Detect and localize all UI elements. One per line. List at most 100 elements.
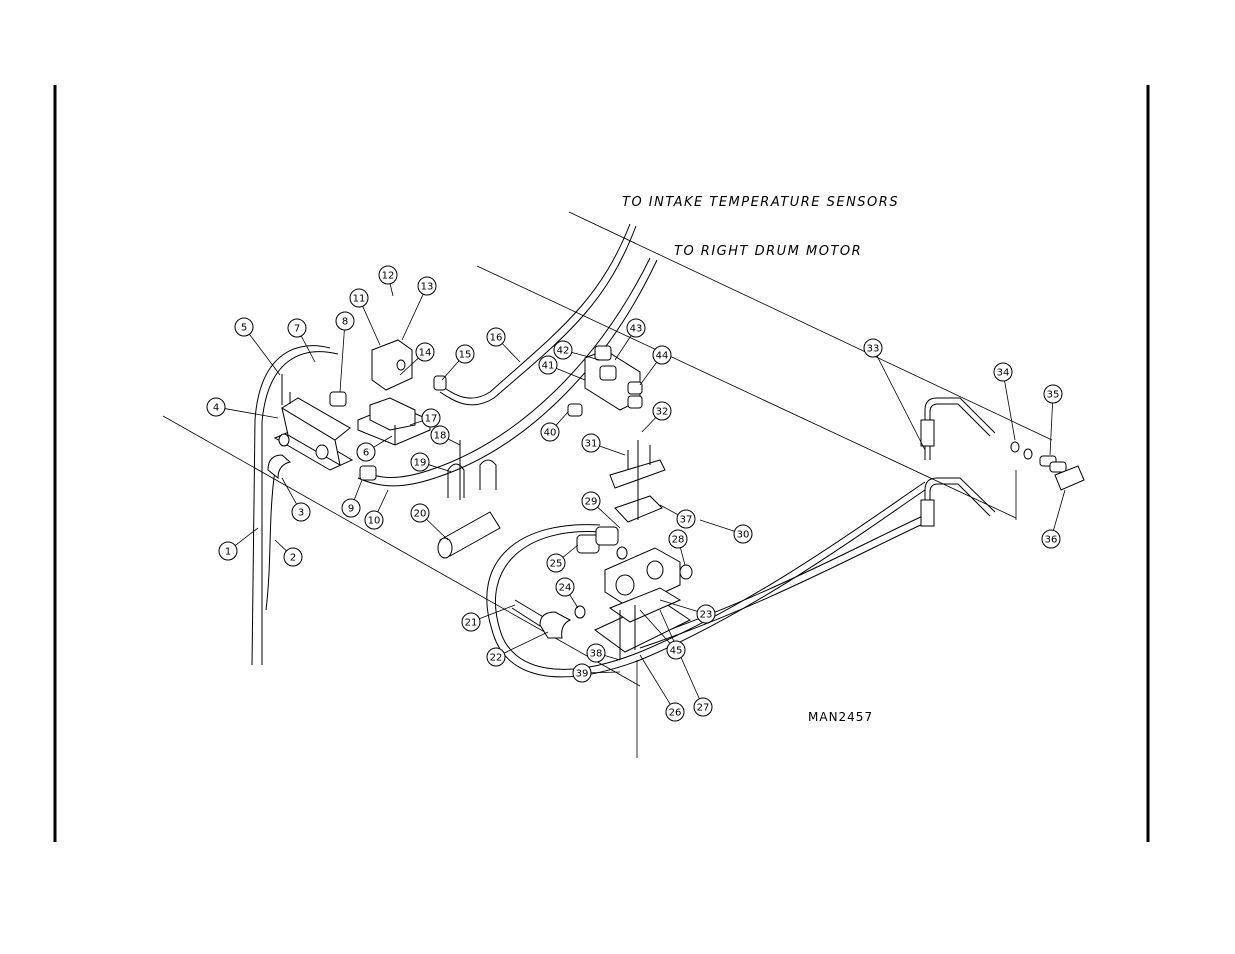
callout-number: 23 xyxy=(700,610,713,621)
callout-circle xyxy=(581,433,601,453)
callout-circle xyxy=(540,422,560,442)
callout-circle xyxy=(1041,529,1061,549)
callout-leader xyxy=(571,351,601,361)
callout-28: 28 xyxy=(668,529,688,566)
callout-circle xyxy=(581,491,601,511)
callout-leader xyxy=(409,420,423,426)
callout-16: 16 xyxy=(486,327,521,363)
callout-leader xyxy=(1053,489,1066,531)
callout-circle xyxy=(335,311,355,331)
callout-45: 45 xyxy=(639,609,686,660)
callout-circle xyxy=(733,524,753,544)
callout-leader xyxy=(876,355,926,451)
mounting-bracket xyxy=(567,345,643,417)
callout-circle xyxy=(668,529,688,549)
callout-number: 2 xyxy=(290,553,296,564)
callout-number: 33 xyxy=(867,344,880,355)
callout-leader xyxy=(300,335,316,363)
callout-circle xyxy=(665,702,685,722)
callout-circle xyxy=(410,452,430,472)
callout-circle xyxy=(555,577,575,597)
callout-10: 10 xyxy=(364,489,389,530)
callout-number: 6 xyxy=(363,448,369,459)
callout-number: 1 xyxy=(225,547,231,558)
callout-number: 16 xyxy=(490,333,503,344)
callout-leader xyxy=(389,283,394,297)
callout-leader xyxy=(353,479,363,500)
callout-leader xyxy=(447,438,461,446)
drawing-number: MAN2457 xyxy=(808,710,873,724)
callout-leader xyxy=(679,547,686,566)
callout-2: 2 xyxy=(274,539,303,567)
callout-leader xyxy=(555,411,569,426)
callout-number: 34 xyxy=(997,368,1010,379)
callout-6: 6 xyxy=(356,435,393,462)
callout-circle xyxy=(430,425,450,445)
callout-leader xyxy=(699,519,735,532)
callout-circle xyxy=(486,327,506,347)
callout-8: 8 xyxy=(335,311,355,393)
callout-circle xyxy=(626,318,646,338)
callout-number: 21 xyxy=(465,618,478,629)
callout-leader xyxy=(614,335,632,361)
callout-number: 40 xyxy=(544,428,557,439)
callout-circle xyxy=(291,502,311,522)
callout-19: 19 xyxy=(410,452,453,473)
callout-number: 31 xyxy=(585,439,598,450)
callout-26: 26 xyxy=(639,654,685,722)
callout-number: 45 xyxy=(670,646,683,657)
callout-number: 22 xyxy=(490,653,503,664)
callout-3: 3 xyxy=(281,477,311,522)
callout-number: 42 xyxy=(557,346,570,357)
callout-leader xyxy=(377,489,389,513)
callout-number: 41 xyxy=(542,361,555,372)
callout-circle xyxy=(378,265,398,285)
callout-circle xyxy=(364,510,384,530)
callout-number: 32 xyxy=(656,407,669,418)
callout-circle xyxy=(993,362,1013,382)
callout-circle xyxy=(461,612,481,632)
callout-leader xyxy=(399,357,419,376)
callout-32: 32 xyxy=(641,401,672,433)
callout-leader xyxy=(1049,402,1053,456)
callout-5: 5 xyxy=(234,317,281,376)
callout-35: 35 xyxy=(1043,384,1063,456)
clamps xyxy=(447,440,497,500)
callout-34: 34 xyxy=(993,362,1016,441)
callout-22: 22 xyxy=(486,631,549,667)
callout-leader xyxy=(401,293,424,341)
callout-leader xyxy=(249,333,281,376)
callout-38: 38 xyxy=(586,643,621,663)
callout-circle xyxy=(283,547,303,567)
connector-housing xyxy=(357,339,431,446)
callout-number: 27 xyxy=(697,703,710,714)
callout-18: 18 xyxy=(430,425,461,446)
callout-circle xyxy=(676,509,696,529)
callout-25: 25 xyxy=(546,544,579,573)
callout-37: 37 xyxy=(659,504,696,529)
callout-circle xyxy=(696,604,716,624)
base-plates xyxy=(594,587,691,660)
callout-20: 20 xyxy=(410,503,449,541)
junction-box-left xyxy=(273,374,354,471)
callout-13: 13 xyxy=(401,276,437,341)
callout-leader xyxy=(639,654,671,705)
callout-leader xyxy=(339,329,345,393)
callout-11: 11 xyxy=(349,288,381,346)
frame-lines xyxy=(162,211,1053,758)
callout-leader xyxy=(281,477,297,505)
callout-circle xyxy=(417,276,437,296)
callout-15: 15 xyxy=(441,344,475,381)
callout-33: 33 xyxy=(863,338,926,451)
fitting-15 xyxy=(433,375,447,391)
callout-number: 35 xyxy=(1047,390,1060,401)
callout-leader xyxy=(503,631,549,654)
callout-1: 1 xyxy=(218,527,259,561)
callout-number: 5 xyxy=(241,323,247,334)
connector-fittings xyxy=(329,391,377,481)
callout-leader xyxy=(659,504,679,516)
callout-leader xyxy=(428,464,453,473)
callout-number: 12 xyxy=(382,271,395,282)
callout-circle xyxy=(341,498,361,518)
